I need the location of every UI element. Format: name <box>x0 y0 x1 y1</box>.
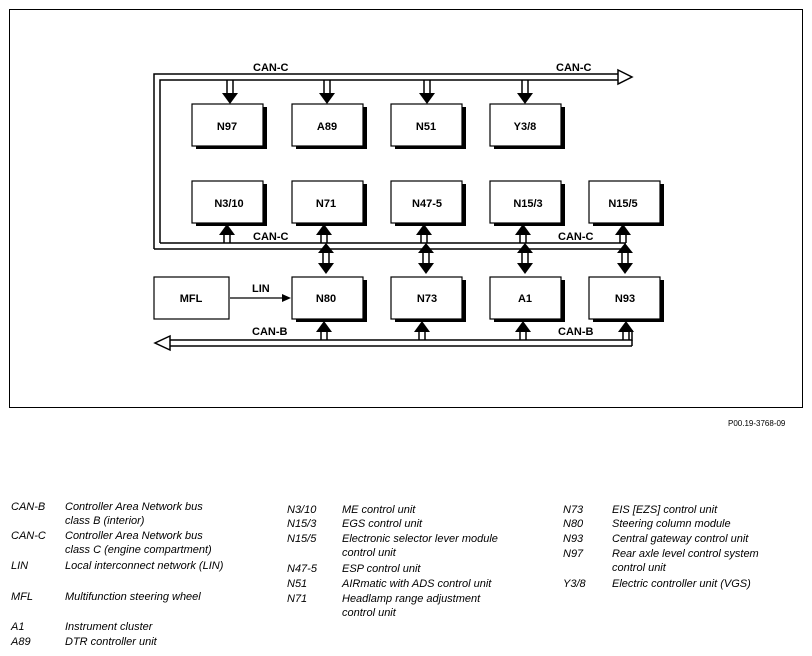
svg-text:N15/5: N15/5 <box>608 198 637 210</box>
unit-n71: N71 <box>291 180 367 226</box>
svg-text:N97: N97 <box>217 121 237 133</box>
svg-text:N93: N93 <box>615 293 635 305</box>
unit-n93: N93 <box>588 276 664 322</box>
lin-arrowhead <box>282 294 291 302</box>
svg-text:MFL: MFL <box>180 293 203 305</box>
network-topology-diagram: N97 A89 N51 Y3/8 N3/10 N71 N47-5 N15/3 <box>9 9 803 408</box>
label-can-c-mid-left: CAN-C <box>253 231 288 243</box>
arrow-to-n73 <box>414 321 430 332</box>
unit-n51: N51 <box>390 103 466 149</box>
svg-text:N3/10: N3/10 <box>214 198 243 210</box>
label-can-c-mid-right: CAN-C <box>558 231 593 243</box>
label-can-c-top-right: CAN-C <box>556 62 591 74</box>
unit-n47-5: N47-5 <box>390 180 466 226</box>
can-b-bus <box>168 330 633 347</box>
label-can-b-right: CAN-B <box>558 326 593 338</box>
svg-text:A89: A89 <box>317 121 337 133</box>
svg-text:N47-5: N47-5 <box>412 198 442 210</box>
unit-y3-8: Y3/8 <box>489 103 565 149</box>
svg-text:N51: N51 <box>416 121 436 133</box>
label-lin: LIN <box>252 283 270 295</box>
svg-text:N15/3: N15/3 <box>513 198 542 210</box>
can-c-bus <box>153 73 626 250</box>
label-can-b-left: CAN-B <box>252 326 287 338</box>
svg-text:N80: N80 <box>316 293 336 305</box>
can-c-arrowhead <box>617 68 634 86</box>
can-c-drops <box>226 80 529 94</box>
arrow-to-n47-5 <box>416 224 432 235</box>
arrow-to-a89 <box>319 93 335 104</box>
arrow-to-n97 <box>222 93 238 104</box>
arrow-to-a1 <box>515 321 531 332</box>
arrow-to-n93 <box>618 321 634 332</box>
unit-a89: A89 <box>291 103 367 149</box>
arrow-to-n51 <box>419 93 435 104</box>
svg-text:N71: N71 <box>316 198 336 210</box>
unit-n15-3: N15/3 <box>489 180 565 226</box>
figure-id: P00.19-3768-09 <box>728 419 786 428</box>
unit-mfl: MFL <box>153 276 230 320</box>
svg-text:Y3/8: Y3/8 <box>514 121 537 133</box>
unit-n15-5: N15/5 <box>588 180 664 226</box>
arrow-to-n15-3 <box>515 224 531 235</box>
unit-n73: N73 <box>390 276 466 322</box>
arrow-to-y3-8 <box>517 93 533 104</box>
svg-text:A1: A1 <box>518 293 532 305</box>
can-b-arrowhead <box>153 334 171 352</box>
arrow-to-n80 <box>316 321 332 332</box>
arrow-to-n3-10 <box>219 224 235 235</box>
unit-a1: A1 <box>489 276 565 322</box>
arrow-to-n71 <box>316 224 332 235</box>
label-can-c-top-left: CAN-C <box>253 62 288 74</box>
unit-n3-10: N3/10 <box>191 180 267 226</box>
unit-n80: N80 <box>291 276 367 322</box>
diagram-frame <box>9 9 803 408</box>
svg-text:N73: N73 <box>417 293 437 305</box>
unit-n97: N97 <box>191 103 267 149</box>
arrow-to-n15-5 <box>615 224 631 235</box>
